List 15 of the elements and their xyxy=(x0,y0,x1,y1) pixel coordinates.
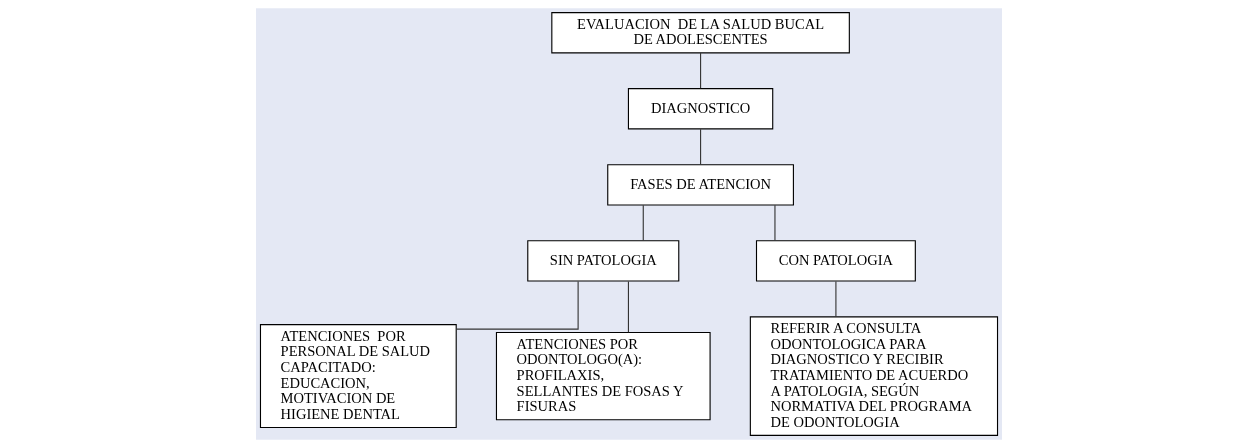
node-box: SIN PATOLOGIA xyxy=(527,240,680,282)
node-box: FASES DE ATENCION xyxy=(607,164,794,206)
node-box: REFERIR A CONSULTA ODONTOLOGICA PARA DIAGNOSTICO Y RECIBIR TRATAMIENTO DE ACUERDO A PATOLOGIA, SEGÚN NORMATIVA DEL PROGRAMA DE ODONTOLOGIA xyxy=(749,316,999,436)
node-box: ATENCIONES POR ODONTOLOGO(A): PROFILAXIS, SELLANTES DE FOSAS Y FISURAS xyxy=(495,331,711,421)
connector xyxy=(835,280,837,318)
connector xyxy=(774,204,776,242)
node-box: ATENCIONES POR PERSONAL DE SALUD CAPACITADO: EDUCACION, MOTIVACION DE HIGIENE DENTAL xyxy=(259,324,457,429)
node-box: DIAGNOSTICO xyxy=(627,88,774,130)
connector xyxy=(700,128,702,165)
node-box: CON PATOLOGIA xyxy=(755,240,916,282)
node-box: EVALUACION DE LA SALUD BUCAL DE ADOLESCENTES xyxy=(551,12,850,54)
connector xyxy=(627,280,629,333)
connector xyxy=(455,280,579,330)
connector xyxy=(700,52,702,89)
connector xyxy=(642,204,644,242)
